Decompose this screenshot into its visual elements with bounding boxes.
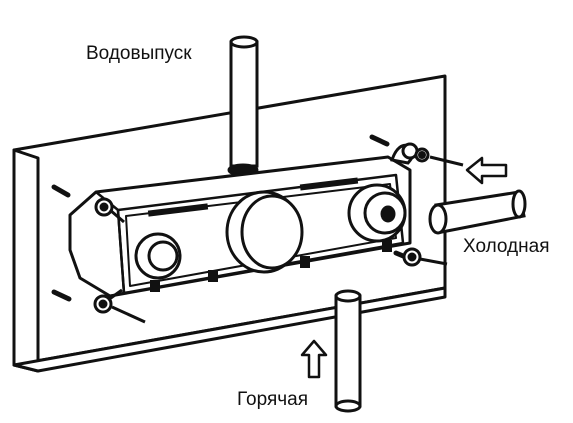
outlet-label: Водовыпуск [86, 43, 192, 64]
plate-left-edge [12, 148, 40, 373]
outlet-pipe [227, 35, 259, 177]
hot-label: Горячая [237, 389, 308, 410]
bracket-top-right [390, 142, 430, 165]
body-slots [147, 177, 392, 292]
bracket-bottom-right [402, 247, 422, 267]
arrow-up-outline-icon [300, 339, 328, 379]
bracket-bottom-left [93, 288, 123, 314]
screw-bottom-right [419, 257, 448, 266]
right-port [347, 183, 407, 243]
hole-top-left [51, 184, 71, 198]
hole-bottom-left [51, 289, 72, 302]
bracket-top-left [94, 197, 125, 224]
screw-top-right [429, 155, 464, 167]
hole-top-right [369, 134, 390, 147]
cold-pipe [428, 189, 527, 235]
center-port [225, 190, 304, 274]
arrow-left-outline-icon [465, 156, 508, 185]
left-port [134, 232, 182, 280]
cold-label: Холодная [463, 236, 550, 257]
body-inner-frame-2 [125, 183, 397, 287]
screw-bottom-left [111, 305, 146, 324]
hot-pipe [334, 289, 362, 413]
